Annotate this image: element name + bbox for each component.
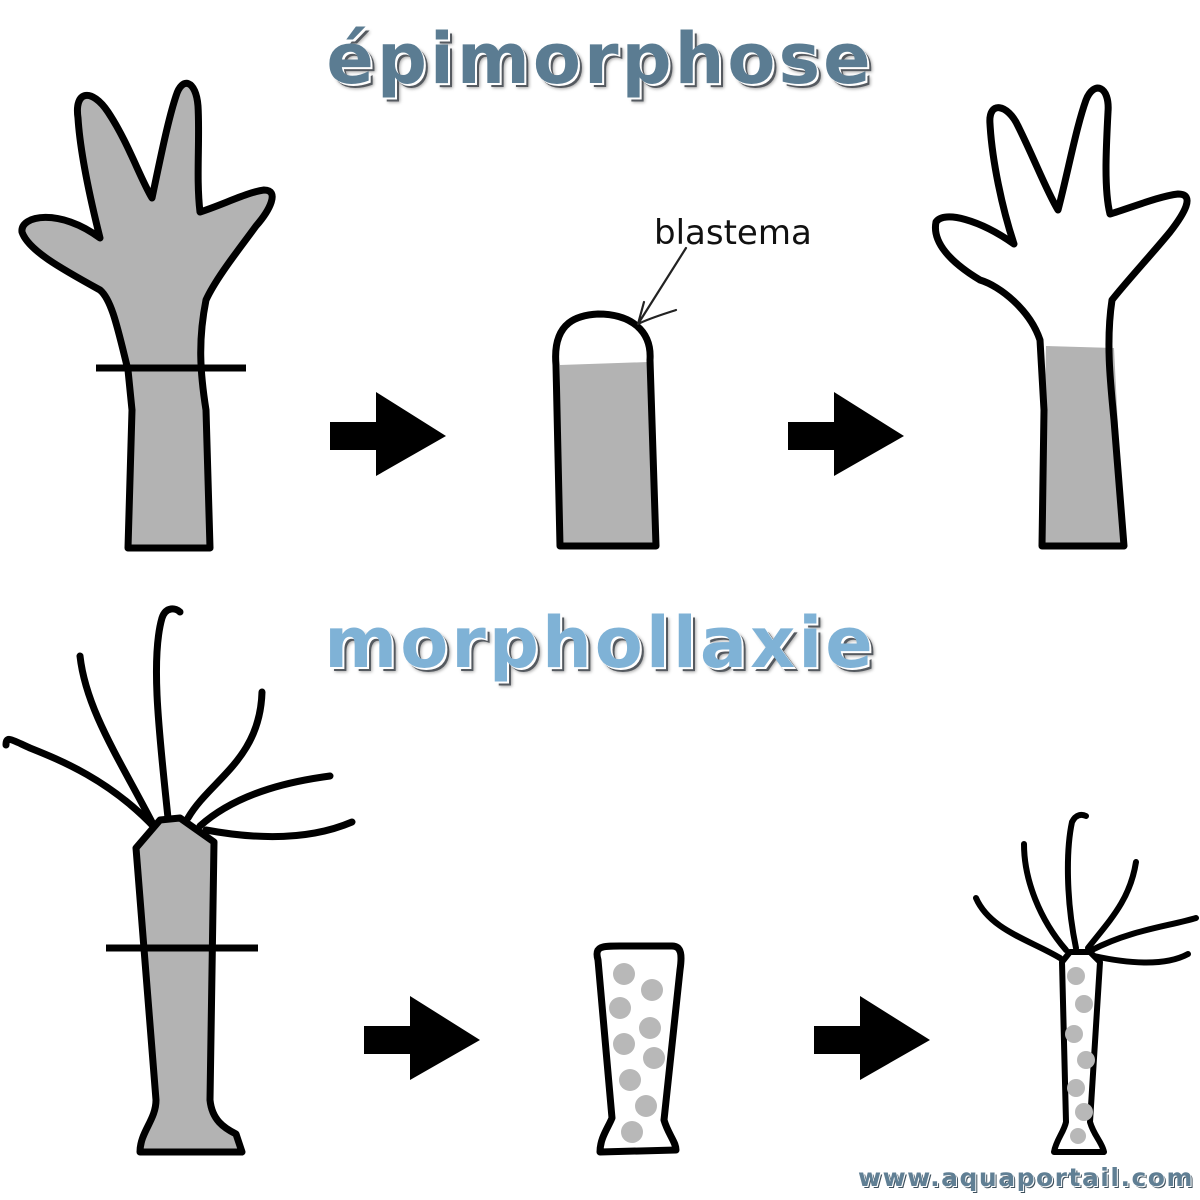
epimorphose-regenerated-tissue [1042,346,1124,546]
epimorphose-arrow-1 [330,392,446,476]
morphollaxie-regenerated-tentacles [973,811,1199,966]
watermark: www.aquaportail.com [857,1163,1194,1192]
morphollaxie-hydra-tentacles [2,605,356,841]
morphollaxie-hydra-intact [132,814,246,1156]
epimorphose-limb-regenerated [931,84,1191,550]
epimorphose-stump-outline [552,310,660,550]
blastema-label: blastema [654,213,812,253]
morphollaxie-arrow-1 [364,996,480,1080]
blastema-pointer [636,246,688,326]
epimorphose-title: épimorphose [326,18,874,100]
epimorphose-stump-tissue [560,362,656,546]
morphollaxie-fragment [593,942,685,1156]
morphollaxie-arrow-2 [814,996,930,1080]
epimorphose-limb-intact [18,80,276,552]
epimorphose-arrow-2 [788,392,904,476]
morphollaxie-title: morphollaxie [324,602,876,684]
morphollaxie-regenerated-cells [1065,967,1095,1144]
morphollaxie-fragment-cells [609,963,665,1143]
